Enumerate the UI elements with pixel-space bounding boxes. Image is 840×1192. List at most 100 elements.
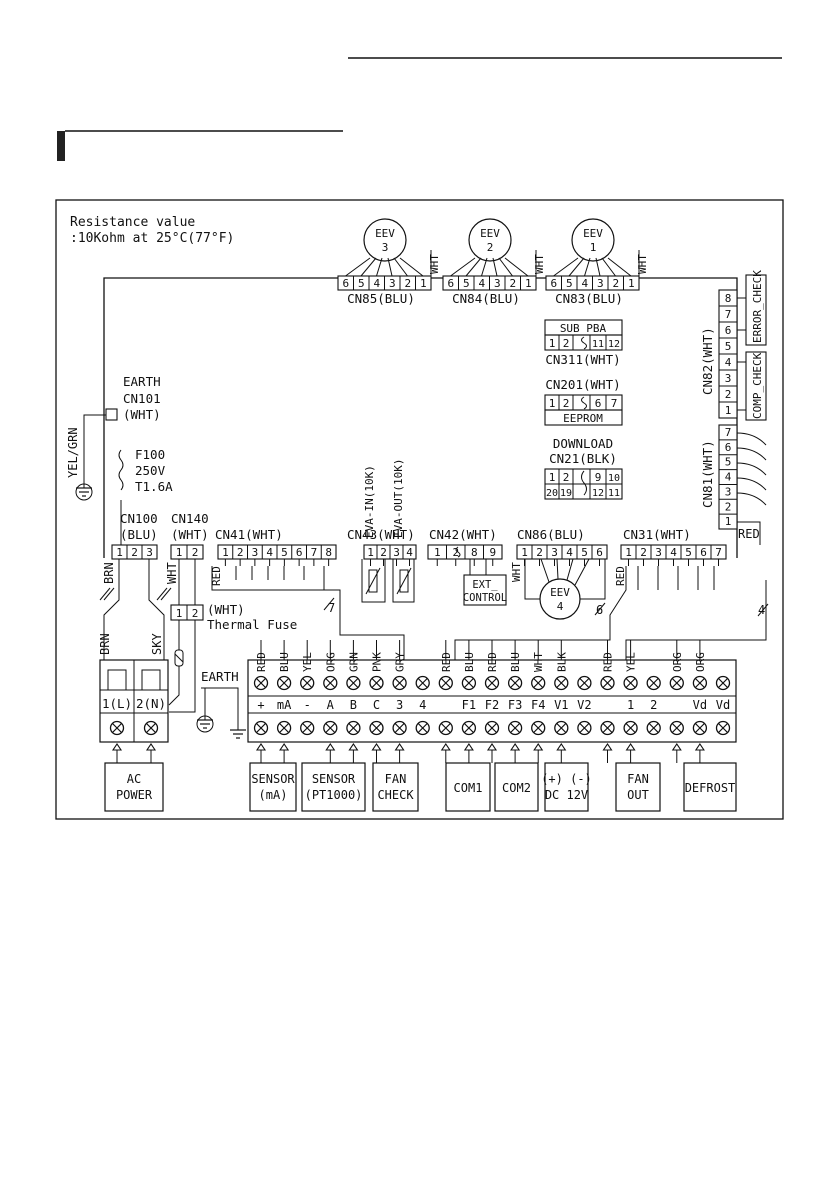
terminal-screw-bottom [461,720,477,736]
diagram-frame [55,199,784,820]
terminal-wire-color: PNK [371,652,384,672]
terminal-arrow [325,743,335,751]
terminal-screw-bottom [600,720,615,736]
box-fan_check-text: CHECK [377,788,414,802]
eev-pin: 6 [550,277,557,290]
terminal-screw-top [623,675,638,691]
terminal-label: F4 [531,698,545,712]
box-dc-text: (+) (-) [541,772,592,786]
eeprom-block: CN201(WHT) 1 2 6 7 EEPROM [544,377,623,426]
eev-motor-circle [571,218,615,262]
terminal-arrow [441,743,451,751]
terminal-screw-top [531,675,546,691]
terminal-wire-color: RED [255,652,268,672]
fuse-f100: F100 250V T1.6A [118,447,173,545]
cn100-label: CN100 [120,511,158,526]
box-ac_power-text: AC [127,772,141,786]
cn42-pin: 8 [471,546,478,559]
cn86-pin: 2 [536,546,543,559]
eva-out-label: EVA-OUT(10K) [392,459,405,538]
terminal-screw-top [484,675,500,691]
eev-number: 1 [590,241,597,254]
terminal-screw-top [415,675,430,691]
eev-pin: 3 [389,277,396,290]
cn43-pin: 4 [406,546,413,559]
terminal-arrow [626,743,636,751]
ext-control-line2: CONTROL [463,592,507,604]
brn-label-top: BRN [102,562,116,584]
cn140-label: CN140 [171,511,209,526]
eev-pin: 3 [494,277,501,290]
cn140-color: (WHT) [171,527,209,542]
eev-pin: 5 [463,277,470,290]
terminal-arrow [695,743,705,751]
cn82-pin: 6 [725,324,732,337]
eev-lead [607,257,632,277]
ext-control-line1: EXT_ [472,579,498,591]
terminal-wire-color: BLU [278,652,291,672]
box-dc [544,762,589,812]
cn31-pin: 2 [640,546,647,559]
eev-pin: 6 [342,277,349,290]
cn86-label: CN86(BLU) [517,527,585,542]
terminal-screw-bottom [438,720,453,736]
cn31-pin: 1 [625,546,632,559]
comp-check-label: COMP_CHECK [751,352,764,419]
cn41-pin: 4 [266,546,273,559]
eev-number: 2 [487,241,494,254]
pin-break [455,546,461,558]
terminal-arrow [533,743,543,751]
bundle-six: 6 [596,603,603,617]
terminal-screw-top [461,675,477,691]
terminal-screw-bottom [346,720,361,736]
terminal-screw-top [438,675,453,691]
terminal-arrow [510,743,520,751]
eev-pin: 1 [420,277,427,290]
box-sensor_pt-text: (PT1000) [305,788,363,802]
terminal-screw-bottom [646,720,661,736]
box-ac_power [104,762,164,812]
brn-label: BRN [98,633,112,655]
eev-label: EEV [583,227,603,240]
eev-pin: 5 [566,277,573,290]
eev-wht-label: WHT [636,254,649,274]
eev-pin: 2 [612,277,619,290]
terminal-label: V1 [554,698,568,712]
cn31-pin: 5 [685,546,692,559]
cn31-red-label: RED [614,566,627,586]
cn100-color: (BLU) [120,527,158,542]
fuse-name: F100 [135,447,165,462]
download-pin: 2 [563,471,570,484]
eev4-wht-label: WHT [510,562,523,582]
box-dc-text: DC 12V [545,788,588,802]
box-fan_out-text: FAN [627,772,649,786]
cn86-pin: 1 [521,546,528,559]
sub-pba-pin: 1 [549,337,556,350]
eev-pin: 3 [597,277,604,290]
cn81-pin: 5 [725,456,732,469]
terminal-screw-top [554,675,569,691]
terminal-screw-bottom [484,720,500,736]
eev-lead [376,257,383,277]
cn42-pin: 2 [452,546,459,559]
cn41-pin: 7 [311,546,318,559]
terminal-screw-bottom [392,720,407,736]
eev-lead [568,257,585,277]
terminal-screw-top [577,675,592,691]
cn86-pin: 3 [551,546,558,559]
cn140-pin: 2 [192,546,199,559]
terminal-label: F2 [485,698,499,712]
terminal-wire-color: GRN [347,652,360,672]
terminal-screw-top [300,675,315,691]
terminal-wire-color: BLU [509,652,522,672]
harness-bundles: 7 6 4 [211,566,769,660]
eev4-number: 4 [557,600,564,613]
fuse-voltage: 250V [135,463,166,478]
box-fan_out-text: OUT [627,788,649,802]
cn82-pin: 2 [725,388,732,401]
terminal-label: + [257,698,264,712]
box-fan_check [372,762,419,812]
